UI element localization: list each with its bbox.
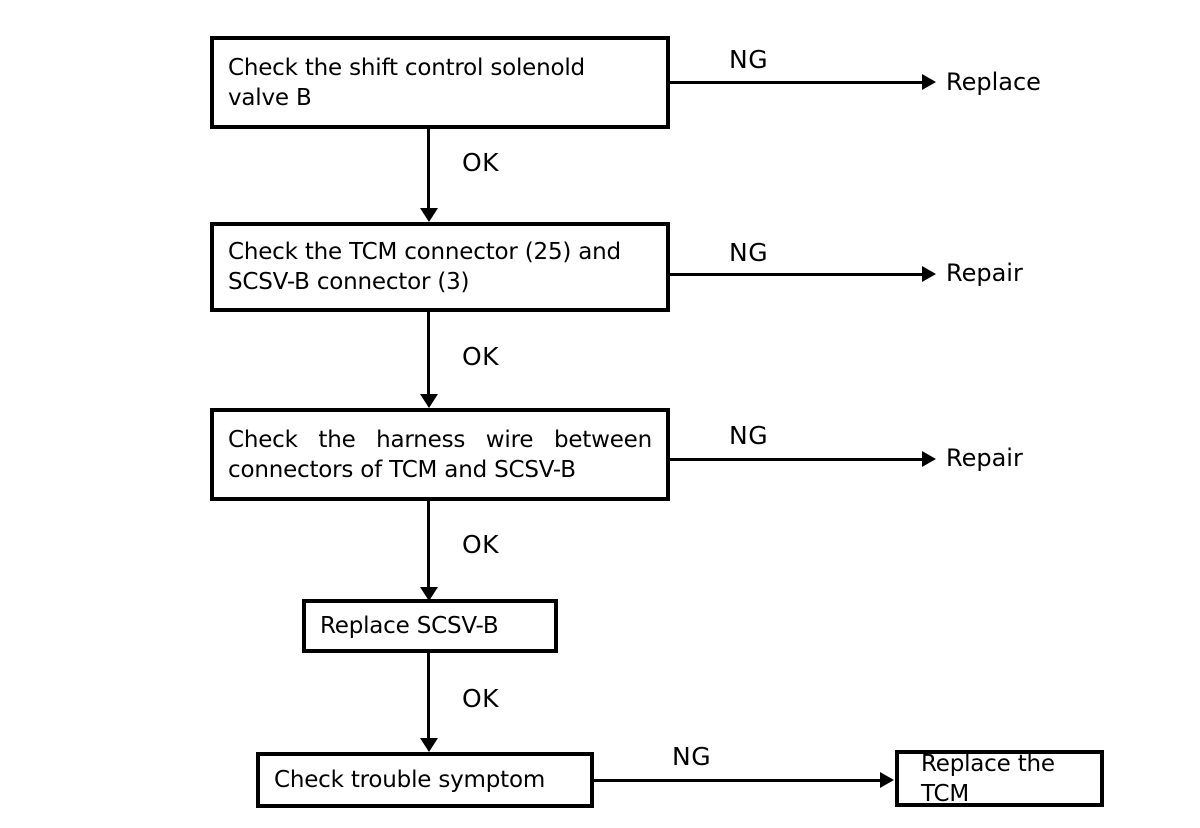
outcome-repair-label-2: Repair [946, 444, 1023, 472]
ng-label-1: NG [729, 45, 769, 74]
ok-label-1: OK [462, 148, 500, 177]
node-label: Check the shift control solenold valve B [228, 54, 585, 111]
right-arrowhead-icon [922, 74, 936, 90]
ng-arrow-line-3 [670, 458, 923, 461]
node-label: Replace the TCM [921, 750, 1055, 807]
right-arrowhead-icon [922, 266, 936, 282]
ng-arrow-line-1 [670, 81, 923, 84]
down-arrowhead-icon [420, 587, 438, 601]
node-label: Check trouble symptom [274, 767, 546, 793]
flow-node-check-harness: Check the harness wire between connector… [210, 408, 670, 501]
down-arrowhead-icon [420, 208, 438, 222]
flow-node-check-trouble-symptom: Check trouble symptom [256, 752, 594, 808]
down-arrowhead-icon [420, 738, 438, 752]
flow-node-replace-tcm: Replace the TCM [895, 750, 1104, 807]
ng-arrow-line-2 [670, 273, 923, 276]
node-label: Check the TCM connector (25) and SCSV-B … [228, 239, 621, 295]
ng-label-3: NG [729, 421, 769, 450]
ng-arrow-line-4 [594, 779, 881, 782]
ok-label-2: OK [462, 342, 500, 371]
ok-arrow-line-2 [427, 312, 430, 396]
ng-label-4: NG [672, 742, 712, 771]
ok-arrow-line-1 [427, 129, 430, 210]
node-label: Replace SCSV-B [320, 613, 499, 639]
ok-label-4: OK [462, 684, 500, 713]
ok-label-3: OK [462, 530, 500, 559]
outcome-repair-label-1: Repair [946, 259, 1023, 287]
right-arrowhead-icon [922, 451, 936, 467]
right-arrowhead-icon [880, 772, 894, 788]
flow-node-check-shift-solenoid: Check the shift control solenold valve B [210, 36, 670, 129]
ng-label-2: NG [729, 238, 769, 267]
down-arrowhead-icon [420, 394, 438, 408]
outcome-replace-label: Replace [946, 68, 1041, 96]
flow-node-replace-scsvb: Replace SCSV-B [302, 599, 558, 653]
ok-arrow-line-4 [427, 653, 430, 740]
node-label: Check the harness wire between connector… [228, 426, 652, 483]
ok-arrow-line-3 [427, 501, 430, 588]
flow-node-check-connectors: Check the TCM connector (25) and SCSV-B … [210, 222, 670, 312]
